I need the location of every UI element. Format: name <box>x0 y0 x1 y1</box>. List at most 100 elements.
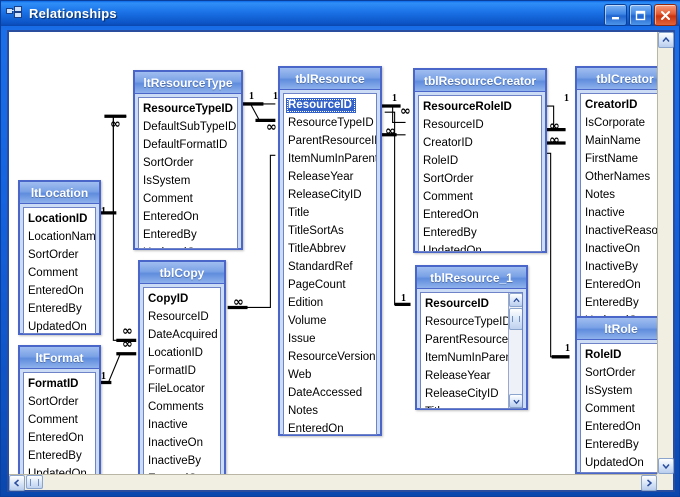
field-row[interactable]: DateAccessed <box>286 383 376 401</box>
field-row[interactable]: InactiveBy <box>146 451 220 469</box>
field-row[interactable]: ResourceTypeID <box>286 113 376 131</box>
field-row[interactable]: TitleAbbrev <box>286 239 376 257</box>
primary-key-field[interactable]: ResourceID <box>286 98 356 113</box>
field-row[interactable]: EnteredBy <box>583 435 657 453</box>
field-label[interactable]: EnteredBy <box>585 297 639 309</box>
field-label[interactable]: Title <box>288 207 310 219</box>
field-row[interactable]: InactiveOn <box>146 433 220 451</box>
field-label[interactable]: ReleaseCityID <box>288 189 362 201</box>
field-row[interactable]: DateAcquired <box>146 325 220 343</box>
field-row[interactable]: ReleaseYear <box>423 366 507 384</box>
field-label[interactable]: UpdatedOn <box>28 468 87 474</box>
table-title[interactable]: tblResourceCreator <box>415 70 545 92</box>
field-label[interactable]: DateAcquired <box>148 329 218 341</box>
field-label[interactable]: Inactive <box>585 207 625 219</box>
field-label[interactable]: SortOrder <box>585 367 636 379</box>
field-row[interactable]: FormatID <box>26 374 95 392</box>
field-label[interactable]: Issue <box>288 333 316 345</box>
horizontal-scrollbar[interactable] <box>9 474 657 491</box>
table-title[interactable]: ltFormat <box>20 347 99 369</box>
field-label[interactable]: ResourceTypeID <box>425 316 511 328</box>
field-label[interactable]: InactiveOn <box>148 437 203 449</box>
field-label[interactable]: Web <box>288 369 312 381</box>
field-row[interactable]: FirstName <box>583 149 657 167</box>
field-label[interactable]: ItemNumInParent <box>288 153 377 165</box>
field-row[interactable]: ResourceID <box>286 95 376 113</box>
scroll-up-button[interactable] <box>509 293 522 307</box>
field-row[interactable]: ReleaseYear <box>286 167 376 185</box>
field-label[interactable]: InactiveBy <box>148 455 202 467</box>
field-label[interactable]: EnteredBy <box>423 227 477 239</box>
primary-key-field[interactable]: ResourceTypeID <box>143 103 233 115</box>
field-label[interactable]: ParentResourceID <box>425 334 520 346</box>
field-row[interactable]: ReleaseCityID <box>286 185 376 203</box>
field-row[interactable]: CreatorID <box>421 133 541 151</box>
field-row[interactable]: MainName <box>583 131 657 149</box>
field-label[interactable]: ResourceTypeID <box>288 117 374 129</box>
field-label[interactable]: InactiveBy <box>585 261 639 273</box>
field-label[interactable]: EnteredBy <box>28 303 82 315</box>
field-label[interactable]: Comments <box>148 401 204 413</box>
field-row[interactable]: ResourceTypeID <box>423 312 511 330</box>
field-row[interactable]: Notes <box>583 185 657 203</box>
field-label[interactable]: ResourceVersion <box>288 351 376 363</box>
primary-key-field[interactable]: FormatID <box>28 378 79 390</box>
table-title[interactable]: tblCreator <box>577 68 657 90</box>
table-title[interactable]: tblCopy <box>140 262 224 284</box>
field-row[interactable]: SortOrder <box>26 392 95 410</box>
field-row[interactable]: FileLocator <box>146 379 220 397</box>
primary-key-field[interactable]: CopyID <box>148 293 189 305</box>
field-list[interactable]: ResourceID ResourceTypeID ParentResourceID… <box>420 292 523 409</box>
field-row[interactable]: InactiveOn <box>583 239 657 257</box>
field-row[interactable]: EnteredBy <box>421 223 541 241</box>
field-row[interactable]: OtherNames <box>583 167 657 185</box>
field-row[interactable]: ParentResourceID <box>286 131 376 149</box>
field-row[interactable]: Comment <box>26 410 95 428</box>
field-label[interactable]: ResourceID <box>148 311 209 323</box>
field-row[interactable]: Comment <box>583 399 657 417</box>
field-label[interactable]: ReleaseYear <box>425 370 491 382</box>
field-label[interactable]: RoleID <box>423 155 459 167</box>
field-label[interactable]: EnteredOn <box>146 473 204 474</box>
field-label[interactable]: FileLocator <box>148 383 205 395</box>
field-row[interactable]: LocationID <box>146 343 220 361</box>
field-label[interactable]: InactiveReason <box>585 225 657 237</box>
table-title[interactable]: tblResource <box>280 68 380 90</box>
field-row[interactable]: ParentResourceID <box>423 330 520 348</box>
field-row[interactable]: EnteredOn <box>141 207 237 225</box>
field-label[interactable]: MainName <box>585 135 641 147</box>
field-label[interactable]: LocationName <box>28 231 96 243</box>
field-label[interactable]: Title <box>423 406 446 408</box>
field-label[interactable]: UpdatedOn <box>423 245 482 252</box>
field-row[interactable]: RoleID <box>583 345 657 363</box>
primary-key-field[interactable]: CreatorID <box>585 99 638 111</box>
field-row[interactable]: EnteredOn <box>421 205 541 223</box>
field-row[interactable]: Comment <box>141 189 237 207</box>
field-label[interactable]: TitleSortAs <box>288 225 344 237</box>
title-bar[interactable]: Relationships <box>1 1 680 26</box>
field-row[interactable]: RoleID <box>421 151 541 169</box>
field-label[interactable]: SortOrder <box>28 249 79 261</box>
field-list-scrollbar[interactable] <box>508 293 522 408</box>
field-label[interactable]: FirstName <box>585 153 639 165</box>
field-row[interactable]: CopyID <box>146 289 220 307</box>
field-row[interactable]: Inactive <box>146 415 220 433</box>
field-row[interactable]: StandardRef <box>286 257 376 275</box>
table-title[interactable]: ltResourceType <box>135 72 241 94</box>
field-row[interactable]: EnteredOn <box>583 275 657 293</box>
primary-key-field[interactable]: ResourceID <box>425 298 489 310</box>
field-row[interactable]: UpdatedOn <box>141 243 237 248</box>
field-label[interactable]: ItemNumInParent <box>425 352 516 364</box>
vertical-scrollbar[interactable] <box>657 32 674 474</box>
field-row[interactable]: UpdatedOn <box>583 453 657 471</box>
field-row[interactable]: InactiveReason <box>583 221 657 239</box>
field-row[interactable]: DefaultSubTypeID <box>141 117 237 135</box>
field-row[interactable]: EnteredOn <box>146 469 220 474</box>
field-row[interactable]: IsSystem <box>583 381 657 399</box>
